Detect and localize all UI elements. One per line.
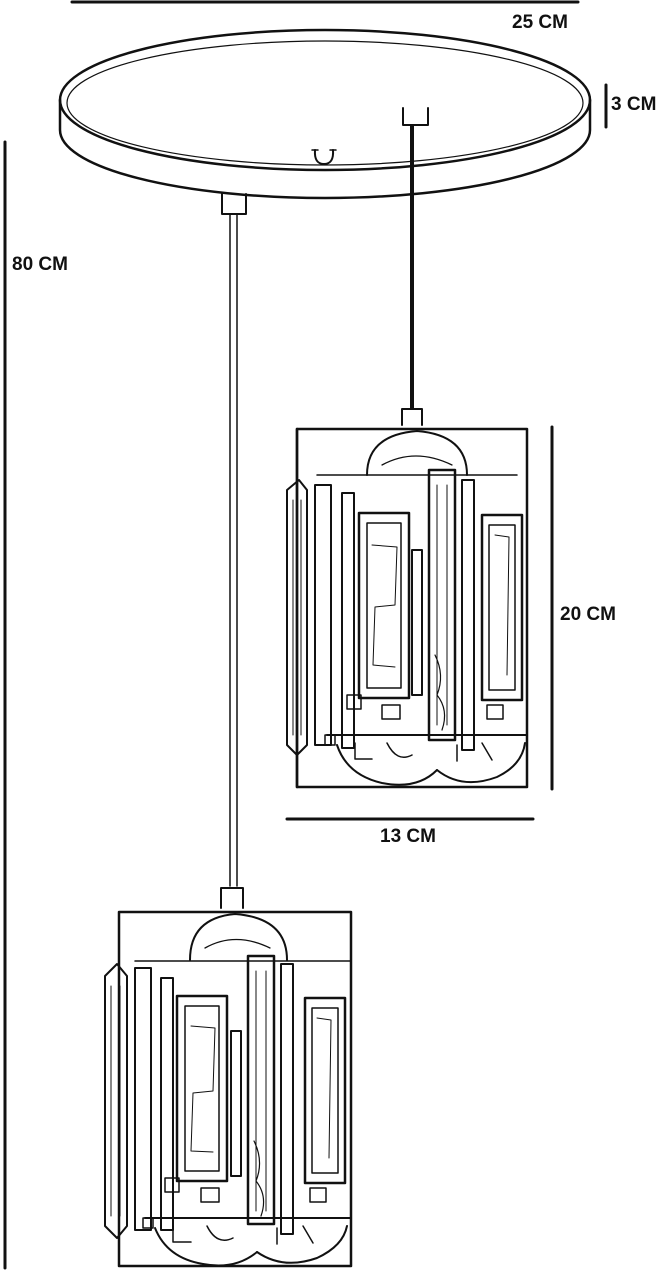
shade-width-label: 13 CM bbox=[380, 826, 436, 847]
canopy-height-label: 3 CM bbox=[611, 94, 656, 115]
drop-length-label: 80 CM bbox=[12, 254, 68, 275]
ceiling-canopy bbox=[58, 28, 592, 215]
canopy-diameter-label: 25 CM bbox=[512, 12, 568, 33]
left-pendant-shade bbox=[104, 887, 353, 1268]
dimension-lines bbox=[3, 0, 608, 1270]
dimension-labels: 25 CM 3 CM 80 CM 20 CM 13 CM bbox=[12, 12, 656, 847]
shade-height-label: 20 CM bbox=[560, 604, 616, 625]
right-pendant-shade bbox=[286, 408, 529, 789]
pendant-cords bbox=[229, 124, 414, 887]
